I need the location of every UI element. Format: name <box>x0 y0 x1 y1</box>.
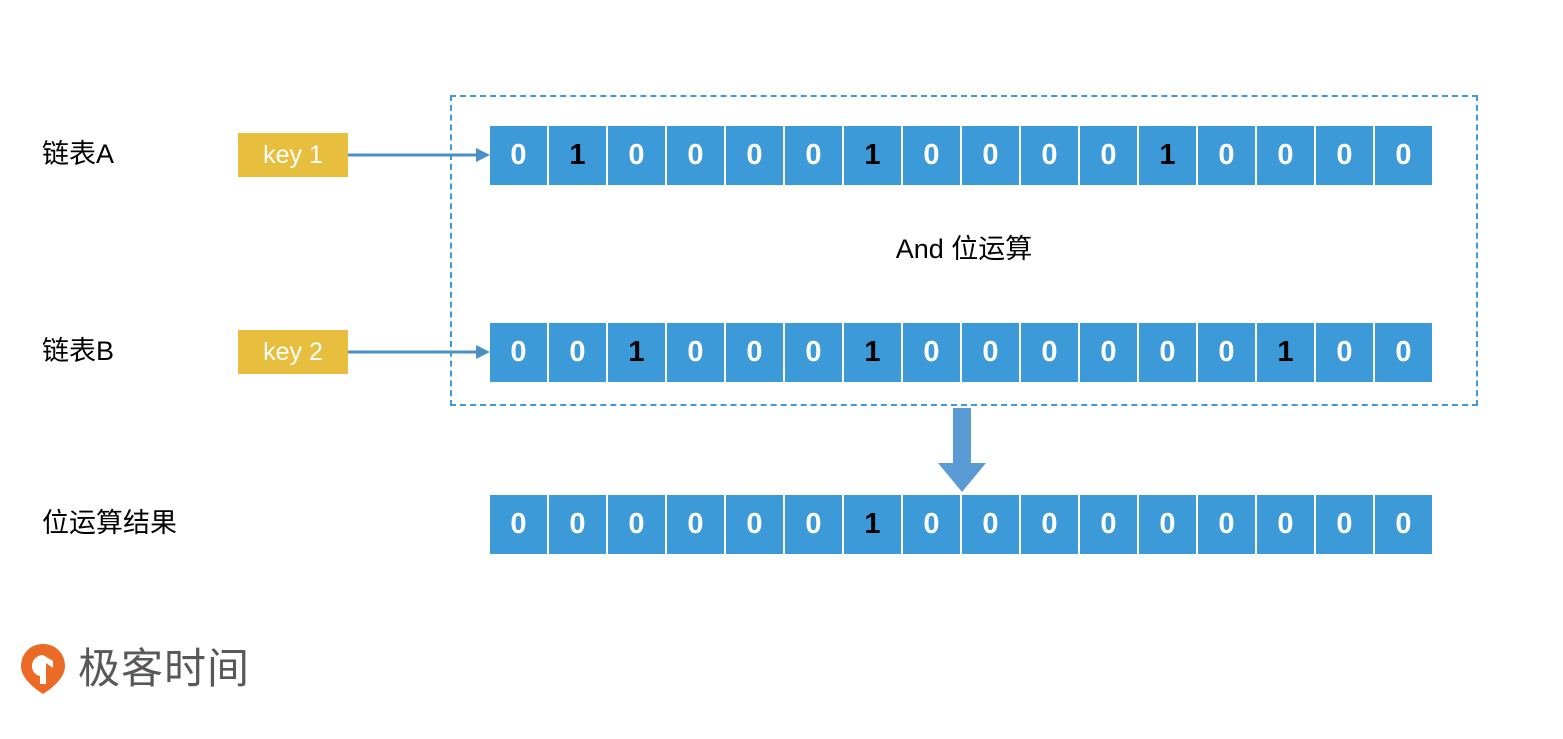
bit-cell: 0 <box>903 495 960 554</box>
bit-cell: 1 <box>844 323 901 382</box>
bit-cell: 0 <box>1021 323 1078 382</box>
bit-cell: 0 <box>1080 323 1137 382</box>
connector-arrow-key1-to-array <box>348 145 490 165</box>
bit-cell: 0 <box>490 323 547 382</box>
bit-cell: 1 <box>1257 323 1314 382</box>
bit-cell: 0 <box>490 126 547 185</box>
bit-cell: 0 <box>1080 126 1137 185</box>
bit-cell: 0 <box>667 323 724 382</box>
bit-cell: 0 <box>1375 323 1432 382</box>
bit-cell: 0 <box>1139 323 1196 382</box>
bit-cell: 0 <box>785 495 842 554</box>
bit-cell: 0 <box>1316 323 1373 382</box>
bit-cell: 0 <box>726 323 783 382</box>
key-box-key-2: key 2 <box>238 330 348 374</box>
bit-cell: 1 <box>549 126 606 185</box>
bit-cell: 0 <box>1375 495 1432 554</box>
connector-arrow-key2-to-array <box>348 342 490 362</box>
bit-cell: 0 <box>1257 495 1314 554</box>
bit-cell: 0 <box>549 495 606 554</box>
row-label-bit-operation-result: 位运算结果 <box>42 508 177 538</box>
bit-cell: 1 <box>844 126 901 185</box>
bit-cell: 0 <box>785 323 842 382</box>
bit-cell: 1 <box>844 495 901 554</box>
bit-cell: 0 <box>608 126 665 185</box>
bit-cell: 0 <box>903 126 960 185</box>
geektime-pin-icon <box>20 643 66 695</box>
bit-cell: 0 <box>726 126 783 185</box>
row-label-linked-list-a: 链表A <box>42 139 115 169</box>
bit-cell: 0 <box>903 323 960 382</box>
bit-cell: 0 <box>1198 323 1255 382</box>
key-box-key-1: key 1 <box>238 133 348 177</box>
bit-cell: 0 <box>1316 495 1373 554</box>
brand-logo: 极客时间 <box>20 643 250 695</box>
bit-cell: 0 <box>1198 126 1255 185</box>
bit-cell: 0 <box>1139 495 1196 554</box>
bit-cell: 0 <box>1198 495 1255 554</box>
bit-cell: 0 <box>962 495 1019 554</box>
bit-cell: 0 <box>1080 495 1137 554</box>
bit-cell: 1 <box>608 323 665 382</box>
bit-cell: 0 <box>1021 126 1078 185</box>
bit-cell: 0 <box>667 495 724 554</box>
bit-cell: 0 <box>667 126 724 185</box>
bit-cell: 0 <box>1021 495 1078 554</box>
bit-cell: 0 <box>962 126 1019 185</box>
and-operation-group-region <box>450 95 1478 406</box>
bit-cell: 0 <box>1375 126 1432 185</box>
bit-cell: 0 <box>785 126 842 185</box>
bit-cell: 0 <box>608 495 665 554</box>
bit-cell: 0 <box>1257 126 1314 185</box>
operation-label: And 位运算 <box>895 234 1033 264</box>
down-arrow-icon <box>930 408 994 492</box>
row-label-linked-list-b: 链表B <box>42 336 115 366</box>
bit-cell: 0 <box>549 323 606 382</box>
bit-cell: 0 <box>1316 126 1373 185</box>
brand-logo-text: 极客时间 <box>78 645 251 692</box>
bit-cell: 0 <box>726 495 783 554</box>
bit-cell: 0 <box>962 323 1019 382</box>
bit-cell: 0 <box>490 495 547 554</box>
bit-cell: 1 <box>1139 126 1196 185</box>
